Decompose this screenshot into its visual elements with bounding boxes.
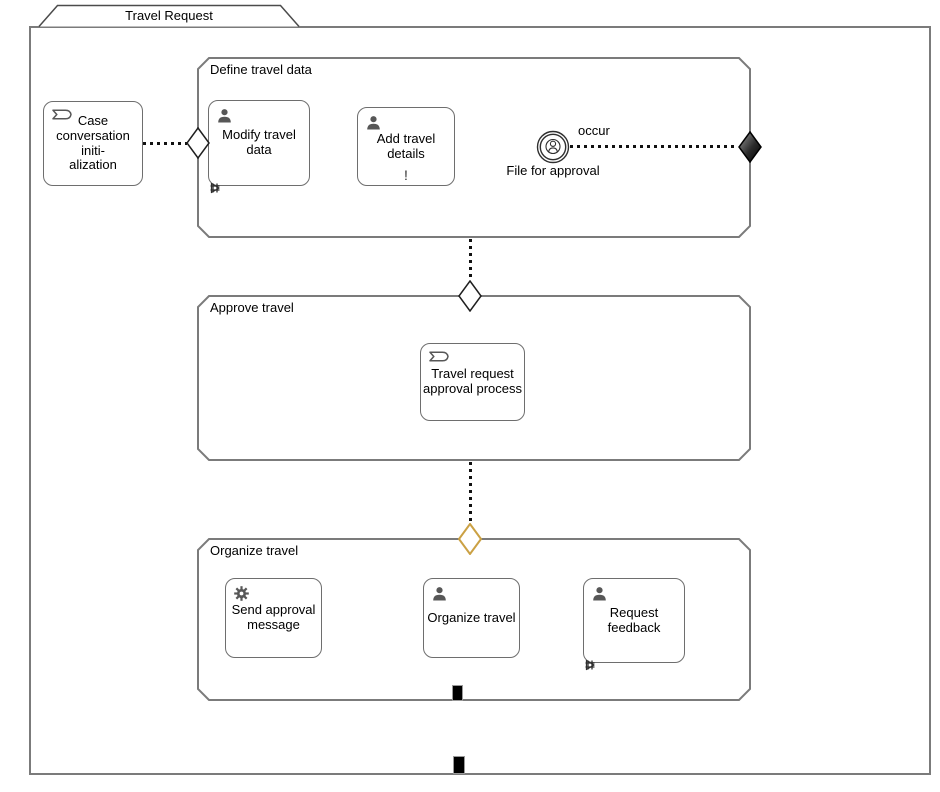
stage-label: Define travel data [210,62,312,77]
connector-occur-label: occur [578,123,610,138]
event-label: File for approval [506,163,600,178]
task-label: Case conversation initi- alization [56,113,130,173]
task-label: Request feedback [607,604,661,635]
required-marker-icon: ! [404,167,408,184]
connector-case-conversation-to-define[interactable] [143,142,187,145]
task-request-feedback[interactable]: Request feedback [583,578,685,671]
task-travel-request-approval-process[interactable]: Travel request approval process [420,343,525,421]
task-label: Modify travel data [222,127,296,157]
user-event-icon [545,138,561,155]
connector-file-approval-to-exit[interactable] [570,145,738,148]
stage-organize-travel[interactable]: Organize travel Send approval message Or… [197,538,751,701]
process-chevron-icon [52,109,72,120]
task-modify-travel-data[interactable]: Modify travel data [208,100,310,194]
repetition-marker-icon [210,183,220,193]
case-title: Travel Request [125,8,213,23]
process-chevron-icon [429,351,449,362]
user-icon [593,587,606,601]
task-send-approval-message[interactable]: Send approval message [225,578,322,658]
case-plan-tab[interactable] [38,4,301,28]
task-label: Send approval message [231,602,316,632]
connector-define-to-approve[interactable] [469,239,472,281]
case-bottom-marker[interactable] [453,756,465,774]
user-icon [433,587,446,601]
event-file-for-approval[interactable] [536,130,570,164]
stage-approve-travel[interactable]: Approve travel Travel request approval p… [197,295,751,461]
stage-bottom-marker[interactable] [452,685,463,701]
entry-criterion-organize-selected[interactable] [458,523,482,555]
stage-define-travel-data[interactable]: Define travel data Modify travel data Ad… [197,57,751,238]
task-label: Organize travel [427,609,516,625]
stage-shape [197,57,751,238]
task-case-conversation-initialization[interactable]: Case conversation initi- alization [43,101,143,186]
user-icon [218,109,231,123]
user-icon [367,116,380,130]
gear-icon [234,586,249,601]
task-label: Travel request approval process [423,366,522,396]
task-add-travel-details[interactable]: Add travel details ! [357,107,455,186]
entry-criterion-define[interactable] [186,127,210,159]
stage-label: Organize travel [210,543,299,558]
exit-criterion-define[interactable] [738,131,762,163]
connector-approve-to-organize[interactable] [469,462,472,524]
stage-label: Approve travel [210,300,294,315]
task-label: Add travel details [376,130,436,161]
task-organize-travel[interactable]: Organize travel [423,578,520,658]
entry-criterion-approve[interactable] [458,280,482,312]
repetition-marker-icon [585,660,595,670]
